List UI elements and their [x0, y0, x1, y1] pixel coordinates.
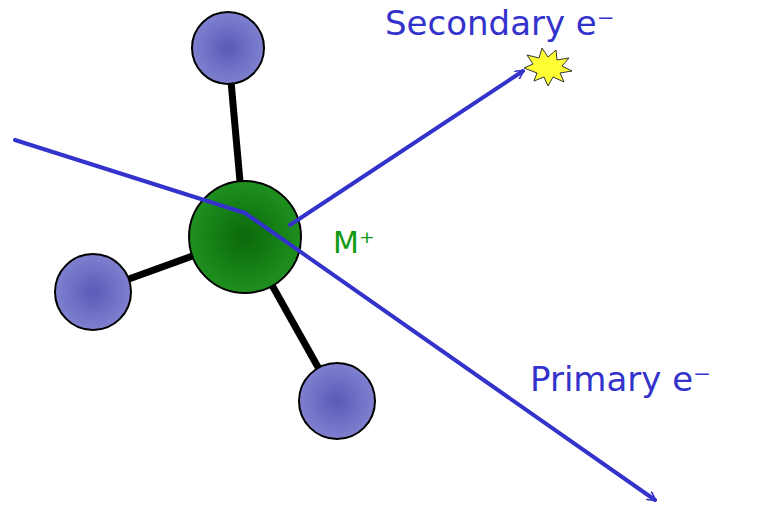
electron-label: Secondary e⁻ [385, 4, 615, 43]
ion-label: M⁺ [333, 226, 375, 261]
electron-paths [15, 71, 655, 500]
atoms [55, 12, 375, 439]
electron-label: Primary e⁻ [530, 360, 711, 399]
bonds [93, 48, 337, 401]
impact-star [524, 48, 572, 86]
